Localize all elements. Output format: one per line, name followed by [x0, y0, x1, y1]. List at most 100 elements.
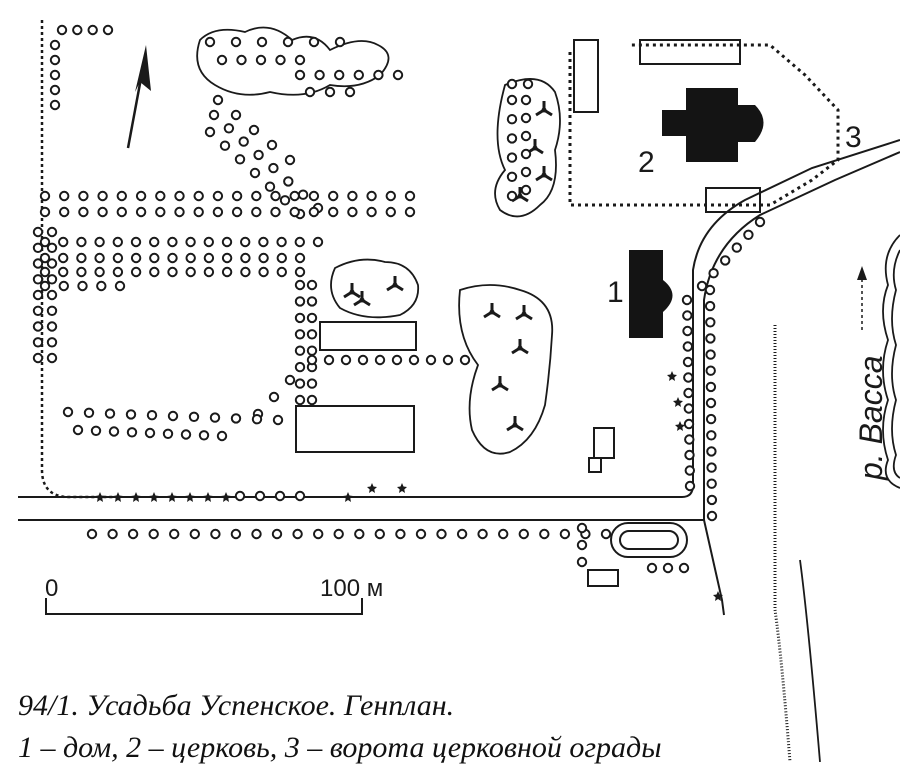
tree-dot-icon	[289, 206, 300, 218]
tree-dot-icon	[333, 528, 344, 540]
river-label: р. Васса	[853, 355, 889, 481]
tree-dot-icon	[294, 266, 306, 278]
tree-dot-icon	[681, 294, 693, 306]
tree-dot-icon	[58, 266, 69, 278]
tree-dot-icon	[46, 305, 58, 316]
tree-dot-icon	[276, 252, 287, 264]
tree-dot-icon	[294, 236, 305, 248]
tree-dot-icon	[374, 528, 385, 540]
tree-dot-icon	[185, 236, 196, 248]
tree-dot-icon	[108, 426, 120, 437]
tree-dot-icon	[102, 24, 114, 36]
tree-dot-icon	[96, 280, 107, 292]
tree-dot-icon	[520, 130, 532, 142]
tree-dot-icon	[415, 528, 427, 540]
star-shrub-icon	[397, 483, 407, 493]
tree-dot-icon	[94, 252, 105, 264]
tree-dot-icon	[58, 190, 70, 202]
tree-dot-icon	[174, 206, 185, 218]
tree-dot-icon	[283, 176, 294, 187]
tree-dot-icon	[212, 94, 224, 106]
tree-dot-icon	[297, 189, 309, 200]
tree-dot-icon	[306, 279, 318, 291]
tree-dot-icon	[506, 171, 518, 183]
tree-dot-icon	[306, 345, 318, 356]
tree-dot-icon	[682, 341, 693, 352]
star-shrub-icon	[675, 421, 685, 431]
tree-dot-icon	[404, 190, 416, 202]
tree-dot-icon	[539, 528, 550, 540]
tree-dot-icon	[292, 528, 303, 540]
tree-dot-icon	[720, 255, 731, 266]
tree-dot-icon	[684, 449, 695, 461]
tree-dot-icon	[459, 354, 471, 366]
tree-dot-icon	[248, 124, 260, 136]
tree-alleys	[32, 24, 766, 574]
park-building-upper	[319, 321, 417, 351]
tree-dot-icon	[731, 242, 742, 253]
tree-dot-icon	[216, 430, 228, 442]
tree-dot-icon	[271, 528, 283, 540]
tree-dot-icon	[256, 36, 268, 48]
tree-dot-icon	[366, 190, 377, 202]
tree-dot-icon	[185, 252, 196, 264]
tree-dot-icon	[391, 354, 403, 366]
tree-dot-icon	[754, 216, 766, 228]
tree-dot-icon	[314, 69, 325, 81]
tree-dot-icon	[518, 528, 529, 540]
tree-dot-icon	[204, 126, 216, 138]
tree-dot-icon	[32, 226, 44, 238]
conifer-icon	[482, 301, 502, 319]
tree-dot-icon	[705, 333, 716, 344]
tree-dot-icon	[251, 528, 262, 540]
tree-dot-icon	[706, 510, 718, 522]
tree-dot-icon	[49, 84, 61, 96]
tree-dot-icon	[86, 528, 98, 540]
tree-dot-icon	[130, 252, 142, 264]
park-boundary	[40, 20, 120, 499]
tree-dot-icon	[78, 206, 89, 218]
tree-dot-icon	[94, 236, 105, 248]
tree-dot-icon	[46, 289, 58, 301]
tree-dot-icon	[251, 206, 262, 218]
conifer-trees	[342, 99, 554, 432]
conifer-icon	[490, 374, 510, 392]
tree-dot-icon	[167, 266, 178, 278]
tree-dot-icon	[116, 190, 128, 202]
tree-dot-icon	[130, 266, 142, 278]
tree-dot-icon	[706, 478, 717, 489]
tree-dot-icon	[155, 206, 166, 218]
tree-dot-icon	[32, 305, 44, 316]
tree-dot-icon	[72, 424, 84, 436]
tree-dot-icon	[39, 252, 51, 264]
tree-dot-icon	[347, 190, 358, 202]
tree-dot-icon	[344, 86, 356, 98]
tree-dot-icon	[203, 266, 215, 278]
tree-dot-icon	[46, 274, 58, 285]
tree-dot-icon	[76, 266, 87, 278]
tree-dot-icon	[32, 242, 44, 254]
tree-dot-icon	[46, 352, 58, 364]
tree-dot-icon	[404, 206, 416, 218]
tree-dot-icon	[167, 252, 178, 264]
small-building-b	[588, 457, 602, 473]
tree-dot-icon	[306, 296, 318, 307]
tree-dot-icon	[249, 167, 261, 179]
tree-dot-icon	[114, 280, 126, 292]
conifer-icon	[505, 414, 525, 432]
tree-dot-icon	[219, 140, 231, 151]
fence-outbuilding-top	[639, 39, 741, 65]
church-building	[662, 88, 764, 162]
tree-dot-icon	[576, 556, 588, 568]
tree-dot-icon	[198, 430, 210, 441]
conifer-icon	[510, 337, 530, 355]
tree-dot-icon	[46, 337, 58, 348]
tree-dot-icon	[706, 430, 717, 441]
tree-dot-icon	[374, 354, 386, 366]
tree-dot-icon	[32, 352, 44, 364]
tree-dot-icon	[46, 321, 58, 332]
tree-dot-icon	[328, 206, 339, 218]
tree-dot-icon	[209, 412, 221, 423]
tree-dot-icon	[395, 528, 406, 540]
